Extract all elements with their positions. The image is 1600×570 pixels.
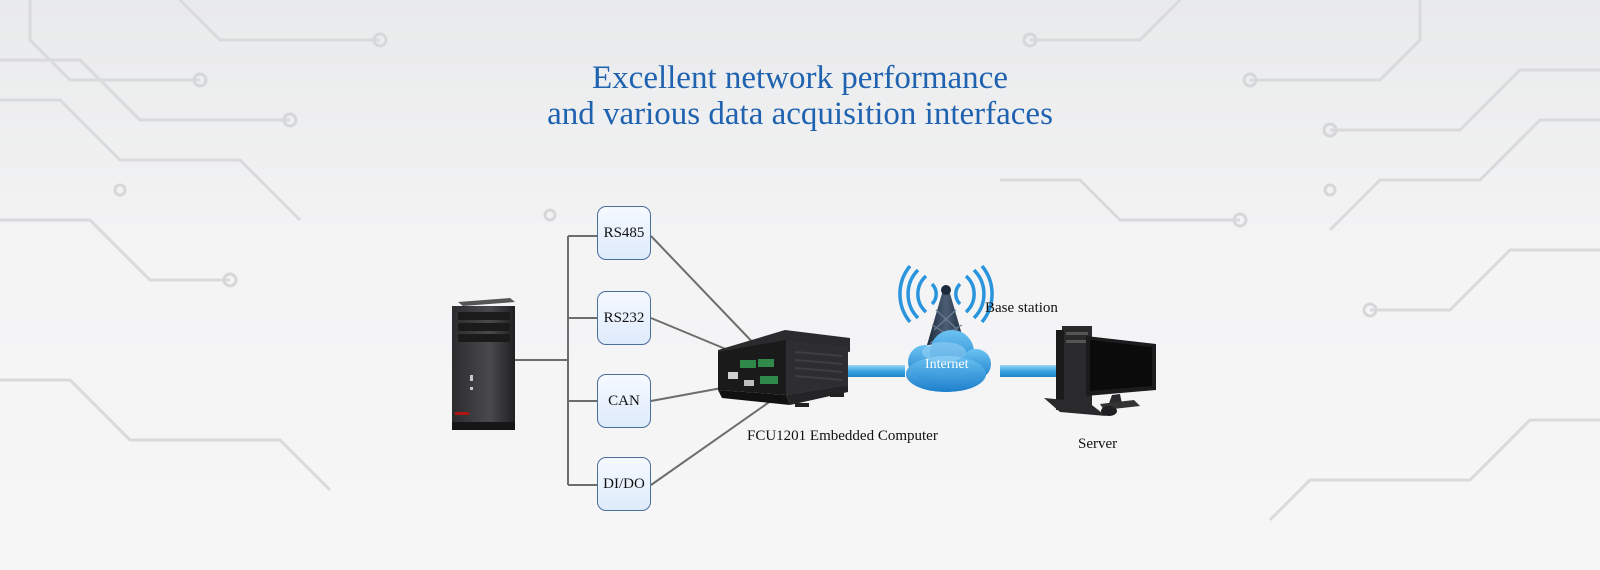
interface-label: DI/DO <box>603 475 645 492</box>
page-title: Excellent network performance and variou… <box>0 60 1600 132</box>
cloud-icon <box>906 330 991 392</box>
interface-box-dido: DI/DO <box>597 457 651 511</box>
device-label: FCU1201 Embedded Computer <box>747 428 938 444</box>
interface-box-can: CAN <box>597 374 651 428</box>
interface-box-rs485: RS485 <box>597 206 651 260</box>
pc-tower-icon <box>452 298 515 430</box>
server-label: Server <box>1078 436 1118 452</box>
title-line-2: and various data acquisition interfaces <box>547 96 1053 132</box>
embedded-computer-icon <box>718 330 850 407</box>
title-line-1: Excellent network performance <box>592 60 1008 96</box>
server-workstation-icon <box>1044 326 1156 416</box>
device-to-cloud-link <box>845 365 905 377</box>
base-station-label: Base station <box>985 300 1058 316</box>
bus-wires <box>515 235 597 486</box>
internet-label: Internet <box>925 357 969 372</box>
interface-label: RS232 <box>603 309 645 326</box>
interface-label: CAN <box>608 392 640 409</box>
interface-label: RS485 <box>603 224 645 241</box>
interface-box-rs232: RS232 <box>597 291 651 345</box>
cloud-to-server-link <box>1000 365 1068 377</box>
